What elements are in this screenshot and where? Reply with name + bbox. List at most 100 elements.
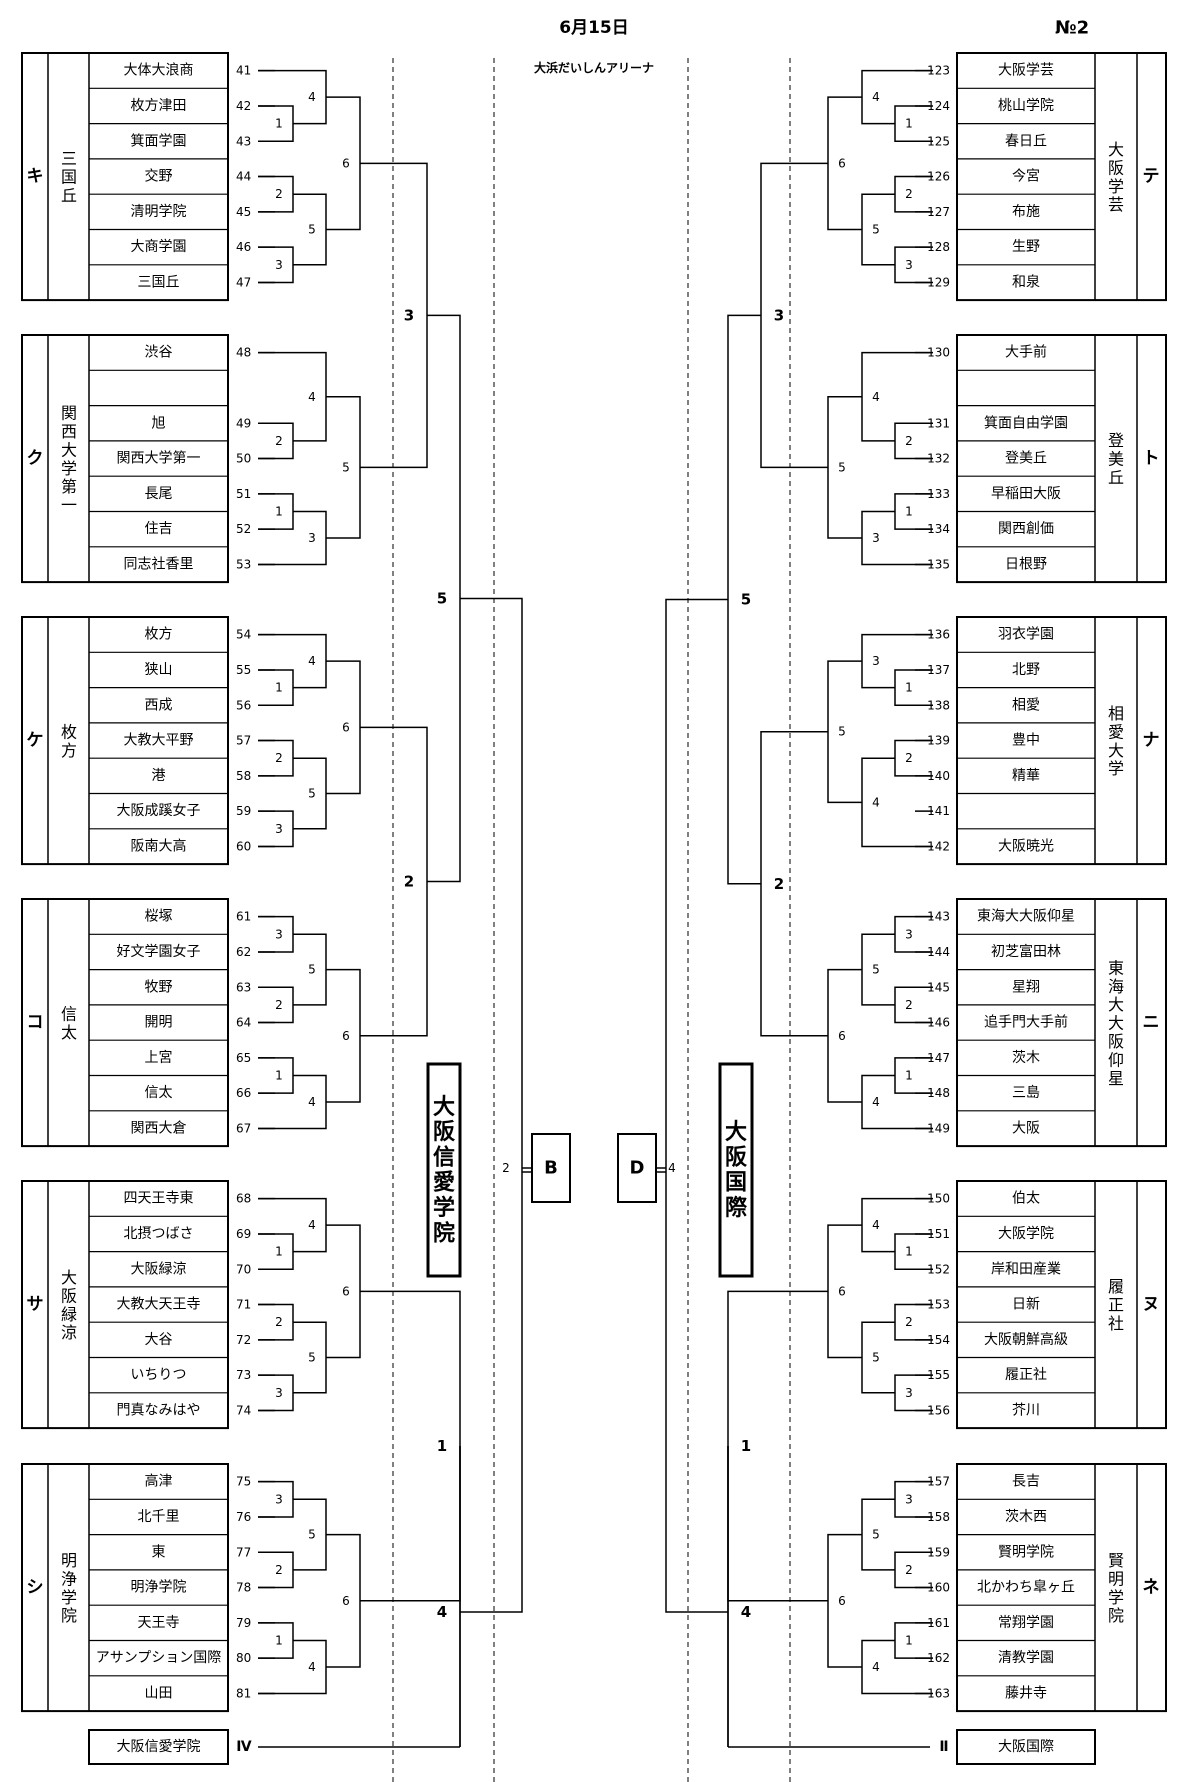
- team-number: 43: [236, 134, 251, 148]
- round-number: 4: [872, 390, 880, 404]
- team-number: 55: [236, 663, 251, 677]
- team-name: 枚方津田: [131, 98, 187, 114]
- team-name: 交野: [145, 168, 173, 185]
- team-number: 139: [927, 734, 950, 748]
- team-name: 阪南大高: [131, 837, 187, 854]
- team-name: 桜塚: [145, 909, 173, 925]
- team-name: 狭山: [145, 662, 173, 678]
- team-name: 星翔: [1012, 979, 1040, 995]
- team-name: 関西創価: [998, 521, 1054, 537]
- team-name: 旭: [152, 415, 166, 431]
- round-number: 6: [342, 1029, 350, 1043]
- bracket-line: [665, 598, 728, 1613]
- team-name: 大体大浪商: [124, 63, 194, 79]
- team-name: 大阪暁光: [998, 838, 1054, 854]
- round-number: 1: [905, 681, 913, 695]
- round-number: 3: [308, 531, 316, 545]
- team-name: 大商学園: [131, 239, 187, 255]
- round-number: 2: [275, 187, 283, 201]
- round-number: 2: [905, 1563, 913, 1577]
- team-name: 三国丘: [138, 274, 180, 290]
- team-number: 137: [927, 663, 950, 677]
- team-name: 大谷: [145, 1332, 173, 1348]
- team-number: 163: [927, 1686, 950, 1700]
- team-name: 茨木: [1012, 1050, 1040, 1066]
- round-number: 4: [308, 1660, 316, 1674]
- bye-team-box: [956, 1729, 1096, 1765]
- team-number: 78: [236, 1581, 251, 1595]
- champion-name-left: 大阪信愛学院: [433, 1094, 455, 1246]
- team-number: 153: [927, 1298, 950, 1312]
- team-name: いちりつ: [130, 1367, 186, 1383]
- team-name: 明浄学院: [131, 1580, 187, 1596]
- team-name: 大手前: [1005, 344, 1047, 361]
- final-box-label: B: [544, 1158, 558, 1179]
- round-number: 5: [872, 223, 880, 237]
- round-number: 3: [872, 654, 880, 668]
- team-name: 布施: [1012, 204, 1040, 220]
- round-number: 1: [741, 1437, 751, 1455]
- round-number: 3: [404, 306, 414, 324]
- team-number: 127: [927, 205, 950, 219]
- round-number: 2: [905, 434, 913, 448]
- final-number: 4: [668, 1161, 676, 1175]
- team-number: 148: [927, 1086, 950, 1100]
- round-number: 4: [308, 1218, 316, 1232]
- team-number: 76: [236, 1510, 251, 1524]
- group-seed: 登美丘: [1108, 431, 1124, 487]
- group-seed: 相愛大学: [1108, 703, 1124, 777]
- group-box-シ: [21, 1463, 229, 1713]
- team-number: 134: [927, 522, 950, 536]
- team-number: 141: [927, 804, 950, 818]
- round-number: 6: [342, 1284, 350, 1298]
- round-number: 1: [275, 681, 283, 695]
- group-box-ナ: [956, 616, 1167, 866]
- bye-team-box: [88, 1729, 229, 1765]
- team-name: 上宮: [145, 1050, 173, 1066]
- team-number: 63: [236, 980, 251, 994]
- round-number: 6: [838, 1029, 846, 1043]
- round-number: 5: [872, 1351, 880, 1365]
- team-name: 清明学院: [131, 204, 187, 220]
- round-number: 2: [275, 1563, 283, 1577]
- team-name: 信太: [145, 1085, 173, 1101]
- team-number: 129: [927, 275, 950, 289]
- round-number: 5: [838, 460, 846, 474]
- team-number: 72: [236, 1333, 251, 1347]
- team-number: 71: [236, 1298, 251, 1312]
- team-number: 75: [236, 1475, 251, 1489]
- team-number: 41: [236, 64, 251, 78]
- round-number: 4: [872, 90, 880, 104]
- team-number: 126: [927, 170, 950, 184]
- round-number: 2: [275, 434, 283, 448]
- round-number: 2: [774, 875, 784, 893]
- page-number: №2: [1055, 18, 1089, 39]
- header-venue: 大浜だいしんアリーナ: [534, 60, 654, 75]
- champion-box-right: [718, 1062, 754, 1278]
- team-name: 羽衣学園: [998, 627, 1054, 643]
- group-letter: テ: [1143, 167, 1160, 187]
- group-seed: 大阪学芸: [1108, 139, 1124, 213]
- team-name: 大阪学院: [998, 1226, 1054, 1242]
- round-number: 5: [308, 223, 316, 237]
- team-number: 73: [236, 1368, 251, 1382]
- team-name: 箕面自由学園: [984, 414, 1068, 431]
- group-box-ケ: [21, 616, 229, 866]
- team-name: 芥川: [1012, 1402, 1040, 1418]
- team-number: 68: [236, 1192, 251, 1206]
- round-number: 1: [275, 505, 283, 519]
- team-name: 門真なみはや: [117, 1402, 201, 1418]
- group-letter: ネ: [1143, 1578, 1160, 1598]
- team-name: 北かわち皐ヶ丘: [977, 1579, 1075, 1596]
- bye-team-name: 大阪信愛学院: [117, 1739, 201, 1755]
- team-name: 大阪: [1012, 1120, 1040, 1136]
- team-name: 西成: [145, 697, 173, 713]
- group-letter: コ: [27, 1013, 44, 1033]
- team-name: 追手門大手前: [984, 1014, 1068, 1031]
- round-number: 1: [275, 117, 283, 131]
- team-number: 80: [236, 1651, 251, 1665]
- team-name: 牧野: [145, 979, 173, 995]
- group-seed: 履正社: [1108, 1277, 1124, 1333]
- round-number: 1: [905, 1245, 913, 1259]
- group-box-ネ: [956, 1463, 1167, 1713]
